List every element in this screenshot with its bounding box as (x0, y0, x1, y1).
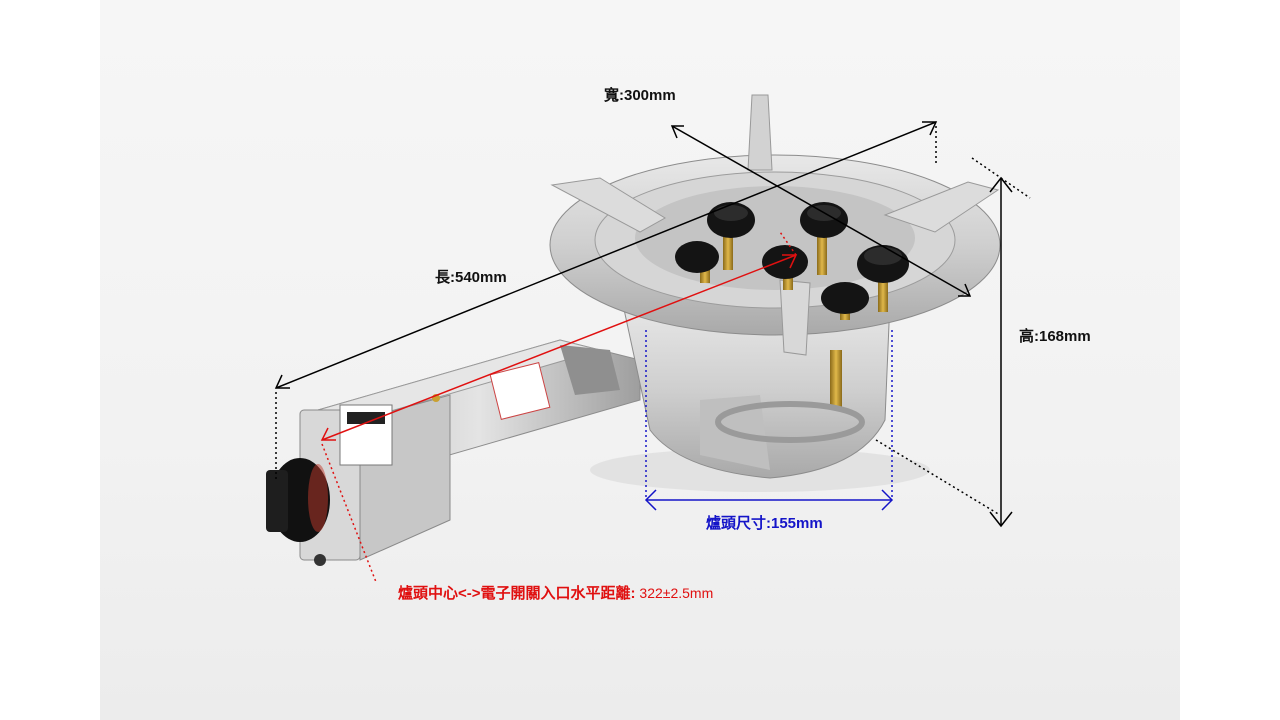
length-label: 長:540mm (435, 269, 507, 286)
width-dimension-line (670, 125, 972, 297)
height-label: 高:168mm (1019, 328, 1091, 345)
pot-support-ring (549, 94, 1001, 356)
center-distance-value: 322±2.5mm (635, 585, 714, 601)
burner-body (621, 299, 891, 479)
center-distance-text: 爐頭中心<->電子開關入口水平距離: (398, 585, 636, 602)
width-label: 寬:300mm (604, 87, 676, 104)
burner-size-label: 爐頭尺寸:155mm (706, 515, 823, 532)
height-dimension-line (875, 157, 1031, 528)
burner-nozzles (675, 202, 909, 320)
length-dimension-line (274, 121, 938, 480)
burner-size-dimension-line (644, 330, 894, 511)
center-distance-dimension-line (320, 231, 798, 583)
control-knob (266, 458, 330, 566)
center-distance-label: 爐頭中心<->電子開關入口水平距離: 322±2.5mm (398, 582, 713, 603)
valve-arm (299, 339, 641, 561)
